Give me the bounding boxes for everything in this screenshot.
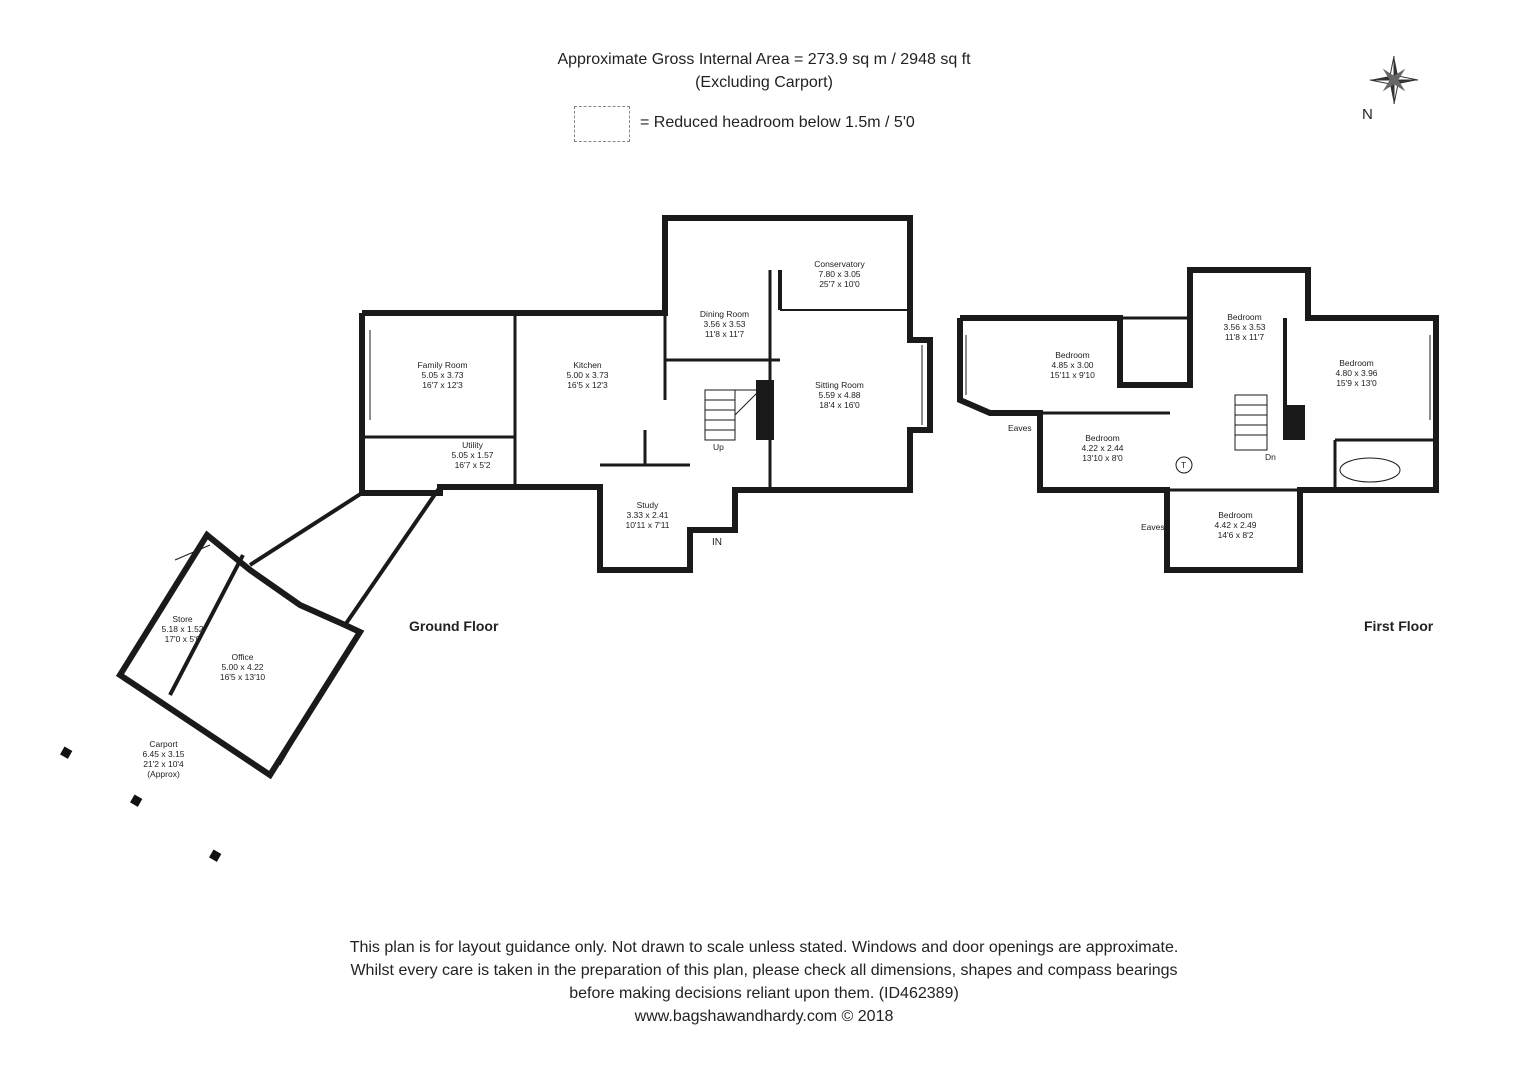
disclaimer-line-2: Whilst every care is taken in the prepar… [350, 962, 1178, 979]
room-metric-bedroom-3: 4.80 x 3.96 [1335, 368, 1378, 378]
room-metric-family-room: 5.05 x 3.73 [421, 370, 464, 380]
room-name-bedroom-5: Bedroom [1218, 510, 1253, 520]
room-imperial-kitchen: 16'5 x 12'3 [567, 380, 608, 390]
eaves-label-1: Eaves [1008, 423, 1032, 433]
room-imperial-store: 17'0 x 5'0 [164, 634, 201, 644]
room-imperial-conservatory: 25'7 x 10'0 [819, 279, 860, 289]
room-imperial-study: 10'11 x 7'11 [625, 520, 670, 530]
room-imperial-sitting-room: 18'4 x 16'0 [819, 400, 860, 410]
room-metric-study: 3.33 x 2.41 [626, 510, 669, 520]
room-metric-bedroom-1: 4.85 x 3.00 [1051, 360, 1094, 370]
room-metric-kitchen: 5.00 x 3.73 [566, 370, 609, 380]
room-name-bedroom-3: Bedroom [1339, 358, 1374, 368]
room-name-carport: Carport [149, 739, 178, 749]
compass-icon: N [1362, 50, 1422, 130]
office-store-block [115, 530, 365, 780]
north-label: N [1362, 106, 1373, 123]
room-imperial-office: 16'5 x 13'10 [219, 672, 266, 682]
room-metric-carport: 6.45 x 3.15 [142, 749, 185, 759]
room-note-carport: (Approx) [147, 769, 180, 779]
ground-floor-label: Ground Floor [409, 618, 499, 634]
room-name-bedroom-1: Bedroom [1055, 350, 1090, 360]
room-metric-bedroom-2: 3.56 x 3.53 [1223, 322, 1266, 332]
gross-area-text: Approximate Gross Internal Area = 273.9 … [557, 51, 971, 68]
room-name-sitting-room: Sitting Room [815, 380, 864, 390]
room-metric-conservatory: 7.80 x 3.05 [818, 269, 861, 279]
excluding-carport-text: (Excluding Carport) [695, 74, 833, 91]
room-metric-store: 5.18 x 1.52 [161, 624, 204, 634]
room-metric-utility: 5.05 x 1.57 [451, 450, 494, 460]
room-name-store: Store [172, 614, 193, 624]
room-metric-sitting-room: 5.59 x 4.88 [818, 390, 861, 400]
room-imperial-bedroom-5: 14'6 x 8'2 [1217, 530, 1254, 540]
first-floor-label: First Floor [1364, 618, 1434, 634]
reduced-headroom-legend-text: = Reduced headroom below 1.5m / 5'0 [640, 114, 915, 131]
room-imperial-bedroom-1: 15'11 x 9'10 [1050, 370, 1095, 380]
room-name-kitchen: Kitchen [573, 360, 602, 370]
website-copyright: www.bagshawandhardy.com © 2018 [634, 1008, 894, 1025]
eaves-label-2: Eaves [1141, 522, 1165, 532]
room-imperial-dining-room: 11'8 x 11'7 [704, 329, 745, 339]
stairs-up-label: Up [713, 442, 724, 452]
room-name-conservatory: Conservatory [814, 259, 865, 269]
room-name-bedroom-2: Bedroom [1227, 312, 1262, 322]
room-metric-dining-room: 3.56 x 3.53 [703, 319, 746, 329]
room-metric-office: 5.00 x 4.22 [221, 662, 264, 672]
room-imperial-carport: 21'2 x 10'4 [143, 759, 184, 769]
stairs-down-label: Dn [1265, 452, 1276, 462]
room-metric-bedroom-5: 4.42 x 2.49 [1214, 520, 1257, 530]
room-name-study: Study [636, 500, 659, 510]
room-imperial-family-room: 16'7 x 12'3 [422, 380, 463, 390]
room-name-dining-room: Dining Room [699, 309, 750, 319]
entrance-in-label: IN [712, 537, 722, 548]
room-name-utility: Utility [462, 440, 483, 450]
room-imperial-bedroom-2: 11'8 x 11'7 [1224, 332, 1265, 342]
room-imperial-bedroom-4: 13'10 x 8'0 [1082, 453, 1123, 463]
disclaimer-line-3: before making decisions reliant upon the… [569, 985, 959, 1002]
room-imperial-utility: 16'7 x 5'2 [454, 460, 491, 470]
room-name-bedroom-4: Bedroom [1085, 433, 1120, 443]
room-metric-bedroom-4: 4.22 x 2.44 [1081, 443, 1124, 453]
room-name-office: Office [231, 652, 254, 662]
tank-label: T [1181, 460, 1187, 470]
room-imperial-bedroom-3: 15'9 x 13'0 [1336, 378, 1377, 388]
room-name-family-room: Family Room [417, 360, 468, 370]
disclaimer-line-1: This plan is for layout guidance only. N… [349, 939, 1179, 956]
reduced-headroom-legend-swatch [574, 106, 630, 142]
